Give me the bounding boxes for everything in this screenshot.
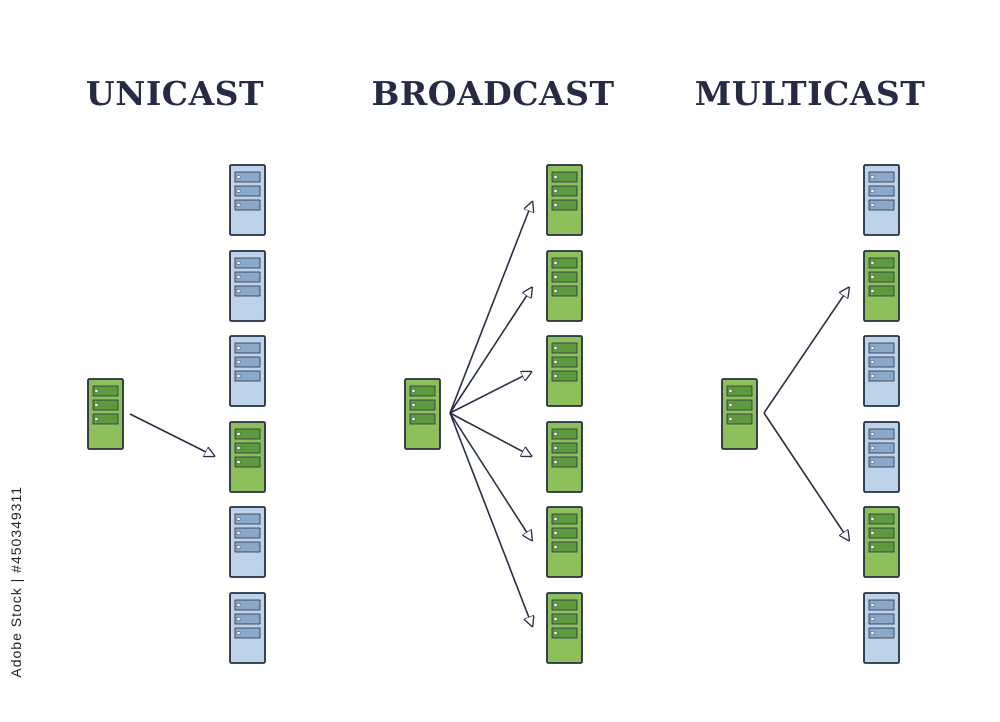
- broadcast-receiver-server-icon: [546, 421, 583, 493]
- multicast-arrow: [763, 412, 849, 540]
- unicast-title: UNICAST: [85, 74, 265, 113]
- unicast-sender-server-icon: [87, 378, 124, 450]
- broadcast-receiver-server-icon: [546, 164, 583, 236]
- multicast-receiver-server-icon: [863, 164, 900, 236]
- unicast-receiver-server-icon: [229, 250, 266, 322]
- multicast-receiver-server-icon: [863, 421, 900, 493]
- unicast-receiver-server-icon: [229, 335, 266, 407]
- broadcast-arrow: [449, 288, 532, 414]
- broadcast-receiver-server-icon: [546, 335, 583, 407]
- multicast-receiver-server-icon: [863, 250, 900, 322]
- multicast-title: MULTICAST: [694, 74, 926, 113]
- multicast-arrow: [763, 288, 849, 414]
- multicast-receiver-server-icon: [863, 506, 900, 578]
- multicast-sender-server-icon: [721, 378, 758, 450]
- stock-credit: Adobe Stock | #450349311: [8, 486, 24, 678]
- unicast-arrow: [129, 413, 214, 456]
- broadcast-receiver-server-icon: [546, 506, 583, 578]
- multicast-receiver-server-icon: [863, 335, 900, 407]
- broadcast-arrow: [449, 202, 532, 414]
- broadcast-sender-server-icon: [404, 378, 441, 450]
- broadcast-title: BROADCAST: [371, 74, 615, 113]
- unicast-receiver-server-icon: [229, 164, 266, 236]
- unicast-receiver-server-icon: [229, 506, 266, 578]
- multicast-receiver-server-icon: [863, 592, 900, 664]
- broadcast-receiver-server-icon: [546, 250, 583, 322]
- unicast-receiver-server-icon: [229, 592, 266, 664]
- broadcast-arrow: [449, 412, 532, 540]
- broadcast-arrow: [449, 372, 531, 414]
- broadcast-arrow: [449, 412, 531, 456]
- unicast-receiver-server-icon: [229, 421, 266, 493]
- broadcast-receiver-server-icon: [546, 592, 583, 664]
- broadcast-arrow: [449, 412, 532, 626]
